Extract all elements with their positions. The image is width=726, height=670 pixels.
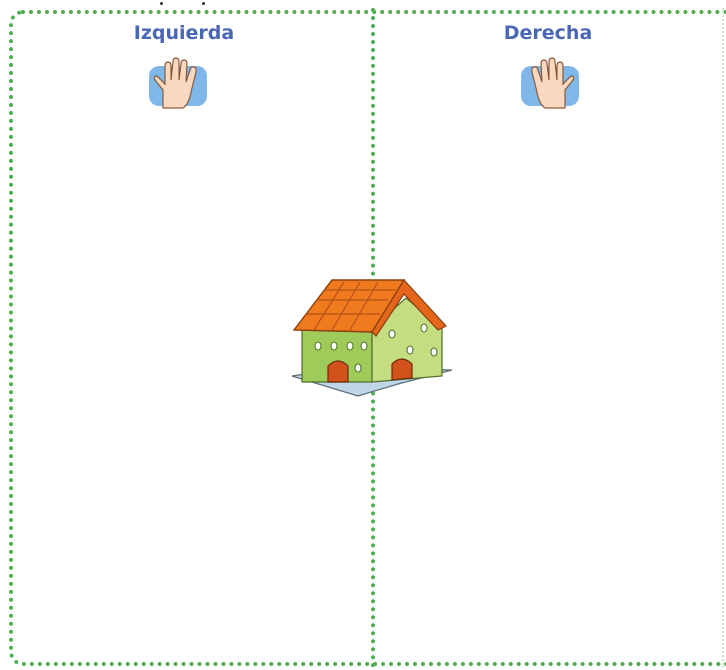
right-edge-line [722, 8, 724, 668]
right-column-title: Derecha [448, 22, 648, 44]
left-hand-icon [143, 52, 213, 112]
house-front-door [328, 361, 348, 382]
left-column-title: Izquierda [84, 22, 284, 44]
right-hand-icon [515, 52, 585, 112]
house-side-door [392, 359, 412, 380]
house-icon [288, 272, 456, 402]
top-mark [202, 2, 205, 5]
top-mark [160, 2, 163, 5]
